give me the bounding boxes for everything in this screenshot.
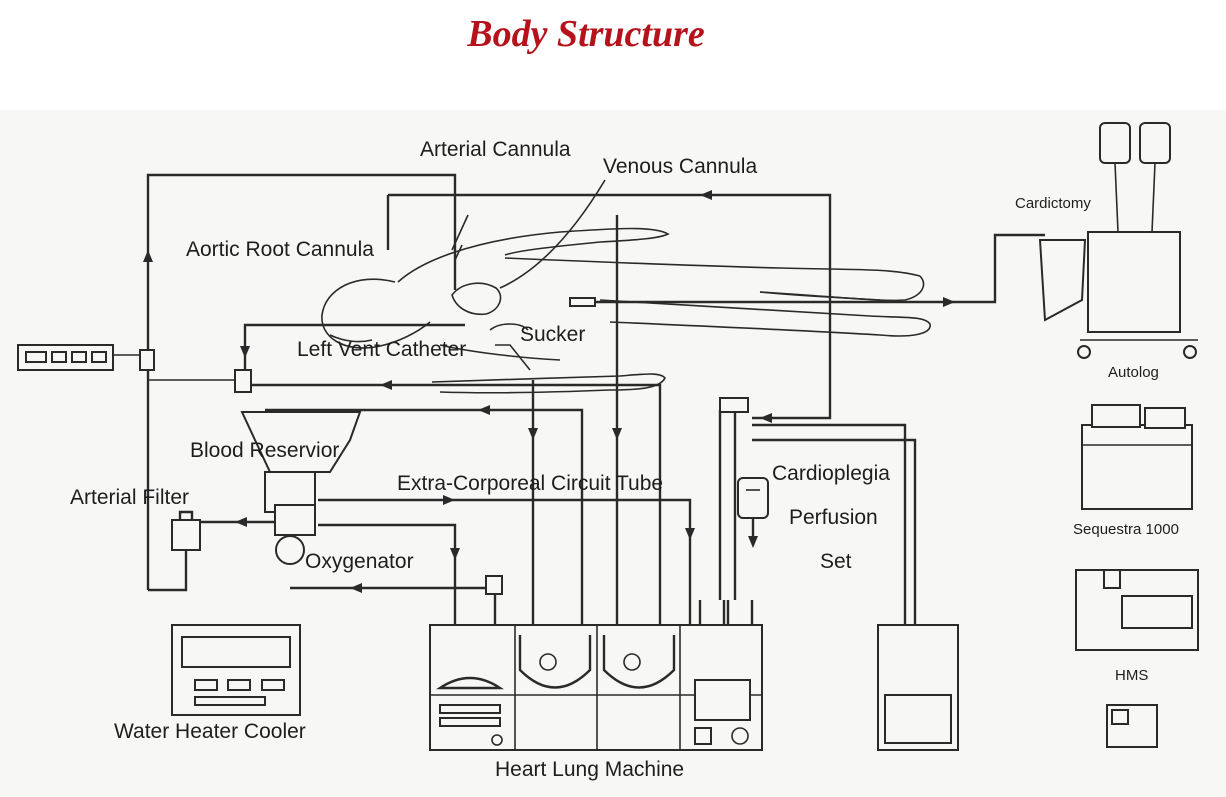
cardioplegia-unit (877, 624, 959, 751)
oxygenator (274, 504, 316, 565)
arterial-filter (171, 510, 201, 551)
cardiopulmonary-bypass-diagram: Arterial Cannula Venous Cannula Aortic R… (17, 122, 1199, 781)
pressure-monitor-unit (17, 344, 155, 371)
sequestra-device (1081, 404, 1193, 510)
set-label: Set (820, 550, 852, 573)
cardioplegia-manifold (719, 397, 749, 413)
cardiotomy-label: Cardictomy (1015, 195, 1091, 212)
patient-figure (321, 227, 931, 394)
page-title: Body Structure (467, 13, 705, 55)
cannulas (395, 179, 606, 371)
cardioplegia-bag (737, 477, 769, 519)
blood-reservoir (234, 369, 362, 513)
sequestra-label: Sequestra 1000 (1073, 521, 1179, 538)
hms-controller (1106, 704, 1158, 748)
bubble-trap (485, 575, 503, 595)
arterial-filter-label: Arterial Filter (70, 486, 189, 509)
hms-device (1075, 569, 1199, 651)
autolog-label: Autolog (1108, 364, 1159, 381)
aortic-root-cannula-label: Aortic Root Cannula (186, 238, 374, 261)
sucker-label: Sucker (520, 323, 585, 346)
cardioplegia-label: Cardioplegia (772, 462, 890, 485)
blood-reservoir-label: Blood Reservior (190, 439, 339, 462)
autolog-device (1038, 122, 1198, 359)
hms-label: HMS (1115, 667, 1148, 684)
left-vent-catheter-label: Left Vent Catheter (297, 338, 466, 361)
heart-lung-machine-label: Heart Lung Machine (495, 758, 684, 781)
extra-corporeal-circuit-tube-label: Extra-Corporeal Circuit Tube (397, 472, 663, 495)
diagram-area: Arterial Cannula Venous Cannula Aortic R… (0, 110, 1226, 797)
heart-lung-machine (429, 624, 763, 751)
water-heater-cooler-label: Water Heater Cooler (114, 720, 306, 743)
arterial-cannula-label: Arterial Cannula (420, 138, 571, 161)
water-heater-cooler (171, 624, 301, 716)
oxygenator-label: Oxygenator (305, 550, 414, 573)
venous-cannula-label: Venous Cannula (603, 155, 757, 178)
perfusion-label: Perfusion (789, 506, 878, 529)
flow-arrows (143, 190, 955, 593)
